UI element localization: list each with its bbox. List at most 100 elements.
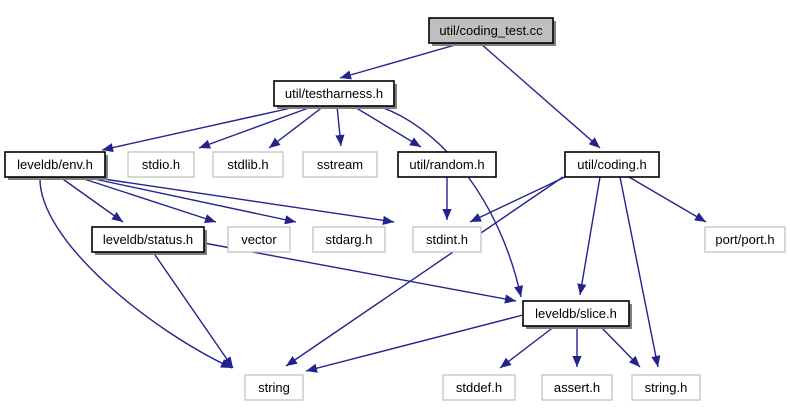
graph-node-coding[interactable]: util/coding.h [564,151,660,178]
node-box[interactable] [4,151,106,178]
edge-line [285,176,564,367]
edge-coding-to-stdint [469,176,566,223]
node-box[interactable] [312,226,386,253]
edge-line [89,176,395,223]
graph-node-stddef[interactable]: stddef.h [442,374,516,401]
edge-testharness-to-random [352,105,422,148]
node-box[interactable] [212,151,284,178]
edge-line [469,176,566,223]
edge-testharness-to-stdlib [268,105,325,149]
edge-coding-to-string_h [619,176,661,368]
nodes-layer: util/coding_test.cc util/testharness.h lev… [4,17,786,401]
graph-node-slice[interactable]: leveldb/slice.h [522,300,632,329]
graph-node-stdlib[interactable]: stdlib.h [212,151,284,178]
edge-line [374,104,522,298]
graph-node-coding_test[interactable]: util/coding_test.cc [428,17,556,46]
node-box[interactable] [227,226,291,253]
edge-random-to-stdint [442,177,452,220]
node-box[interactable] [127,151,195,178]
arrowhead-icon [102,143,114,153]
arrowhead-icon [111,211,123,222]
node-box[interactable] [541,374,613,401]
arrowhead-icon [340,70,352,80]
edge-testharness-to-sstream [335,105,345,147]
node-box[interactable] [302,151,378,178]
edge-line [499,325,556,369]
arrowhead-icon [504,294,516,304]
graph-node-stdint[interactable]: stdint.h [412,226,482,253]
edge-line [152,251,234,369]
edge-slice-to-string_h [599,325,641,368]
arrowhead-icon [470,213,482,222]
edge-testharness-to-slice [374,104,524,298]
edge-line [619,176,659,368]
edge-line [579,176,601,296]
edge-status-to-slice [203,242,517,304]
edge-line [352,105,422,148]
arrowhead-icon [500,357,512,368]
edge-env-to-vector [77,176,217,223]
arrowhead-icon [335,134,345,146]
node-box[interactable] [428,17,554,44]
node-box[interactable] [704,226,786,253]
arrowhead-icon [629,355,640,367]
edge-line [203,242,517,302]
edge-slice-to-string [305,314,524,373]
graph-node-env[interactable]: leveldb/env.h [4,151,108,180]
edge-testharness-to-env [101,105,301,153]
edge-coding-to-port [628,176,707,223]
arrowhead-icon [442,209,452,220]
node-box[interactable] [412,226,482,253]
arrowhead-icon [204,214,216,223]
node-box[interactable] [631,374,701,401]
edge-coding_test-to-coding [479,42,601,149]
edge-line [101,105,301,151]
edge-line [479,42,601,149]
graph-node-assert[interactable]: assert.h [541,374,613,401]
edge-line [77,176,217,223]
edge-env-to-stdint [89,176,395,225]
edge-line [305,314,524,372]
node-box[interactable] [522,300,630,327]
graph-node-string[interactable]: string [244,374,304,401]
arrowhead-icon [577,283,587,295]
edge-line [39,176,233,369]
edge-slice-to-stddef [499,325,556,369]
arrowhead-icon [572,356,582,367]
node-box[interactable] [244,374,304,401]
arrowhead-icon [199,139,211,149]
node-box[interactable] [442,374,516,401]
node-box[interactable] [397,151,497,178]
arrowhead-icon [306,363,318,373]
node-box[interactable] [273,80,395,107]
arrowhead-icon [269,137,281,148]
graph-node-string_h[interactable]: string.h [631,374,701,401]
edge-testharness-to-stdio [198,105,315,149]
graph-node-testharness[interactable]: util/testharness.h [273,80,397,109]
arrowhead-icon [651,355,661,367]
arrowhead-icon [514,285,524,297]
edge-line [628,176,707,223]
graph-node-sstream[interactable]: sstream [302,151,378,178]
edge-env-to-string [39,176,233,369]
arrowhead-icon [222,356,233,368]
graph-node-random[interactable]: util/random.h [397,151,497,178]
edge-slice-to-assert [572,326,582,367]
graph-node-stdarg[interactable]: stdarg.h [312,226,386,253]
graph-node-port[interactable]: port/port.h [704,226,786,253]
graph-node-status[interactable]: leveldb/status.h [91,226,207,255]
arrowhead-icon [220,359,232,368]
edge-line [268,105,325,149]
arrowhead-icon [382,215,394,225]
node-box[interactable] [564,151,660,178]
edge-env-to-status [59,176,124,223]
edges-layer [39,42,707,373]
edge-line [59,176,124,223]
graph-node-vector[interactable]: vector [227,226,291,253]
node-box[interactable] [91,226,205,253]
arrowhead-icon [286,356,298,366]
arrowhead-icon [694,212,706,222]
edge-line [84,176,297,223]
graph-node-stdio[interactable]: stdio.h [127,151,195,178]
